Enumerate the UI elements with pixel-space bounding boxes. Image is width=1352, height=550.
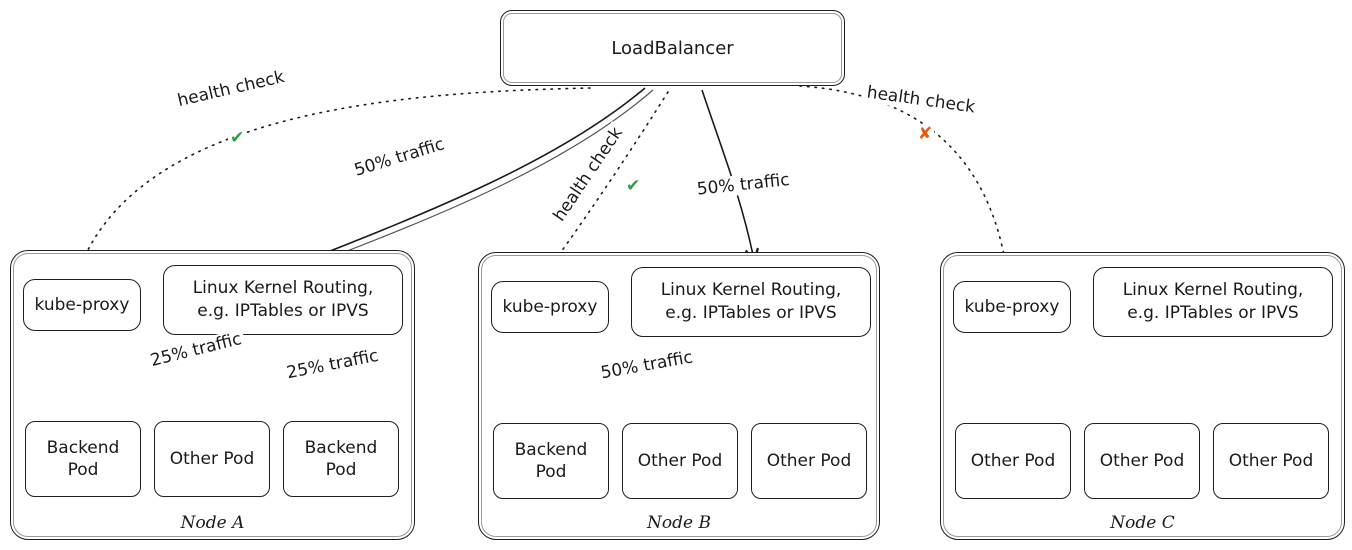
health-check-pass-icon: ✔ <box>624 176 643 196</box>
kernel-routing-line2: e.g. IPTables or IPVS <box>1127 303 1299 323</box>
kernel-routing-box: Linux Kernel Routing, e.g. IPTables or I… <box>631 267 871 337</box>
health-check-fail-icon: ✘ <box>916 124 935 144</box>
pod-other: Other Pod <box>1084 423 1200 499</box>
pod-other: Other Pod <box>154 421 270 497</box>
pod-label: Backend Pod <box>514 439 588 482</box>
kernel-routing-line2: e.g. IPTables or IPVS <box>665 303 837 323</box>
pod-label: Other Pod <box>169 448 255 469</box>
kernel-routing-box: Linux Kernel Routing, e.g. IPTables or I… <box>163 265 403 335</box>
health-check-pass-icon: ✔ <box>228 128 247 148</box>
pod-other: Other Pod <box>1213 423 1329 499</box>
load-balancer-box: LoadBalancer <box>500 10 845 86</box>
pod-label: Other Pod <box>637 450 723 471</box>
kernel-routing-line1: Linux Kernel Routing, <box>1122 280 1304 301</box>
node-b: kube-proxy Linux Kernel Routing, e.g. IP… <box>478 252 880 540</box>
kube-proxy-box: kube-proxy <box>491 281 609 333</box>
kube-proxy-label: kube-proxy <box>34 294 130 315</box>
kernel-routing-line1: Linux Kernel Routing, <box>192 278 374 299</box>
pod-backend: Backend Pod <box>25 421 141 497</box>
kernel-routing-line1: Linux Kernel Routing, <box>660 280 842 301</box>
kernel-routing-line2: e.g. IPTables or IPVS <box>197 301 369 321</box>
pod-label: Other Pod <box>766 450 852 471</box>
edge-label-50-traffic-node-b: 50% traffic <box>692 169 794 200</box>
node-c-label: Node C <box>1110 513 1175 533</box>
pod-label: Other Pod <box>970 450 1056 471</box>
pod-other: Other Pod <box>622 423 738 499</box>
edge-label-50-traffic-node-a: 50% traffic <box>349 133 450 182</box>
edge-label-health-check-node-c: health check <box>862 82 980 118</box>
kube-proxy-label: kube-proxy <box>502 296 598 317</box>
edge-health-check-node-b <box>549 91 669 269</box>
pod-other: Other Pod <box>955 423 1071 499</box>
kube-proxy-box: kube-proxy <box>953 281 1071 333</box>
kube-proxy-box: kube-proxy <box>23 279 141 331</box>
node-c: kube-proxy Linux Kernel Routing, e.g. IP… <box>940 252 1345 540</box>
node-a-label: Node A <box>180 513 245 533</box>
pod-other: Other Pod <box>751 423 867 499</box>
pod-label: Other Pod <box>1228 450 1314 471</box>
pod-backend: Backend Pod <box>283 421 399 497</box>
edge-label-health-check-node-a: health check <box>172 66 290 112</box>
pod-label: Backend Pod <box>304 437 378 480</box>
node-a: kube-proxy Linux Kernel Routing, e.g. IP… <box>10 250 415 540</box>
kube-proxy-label: kube-proxy <box>964 296 1060 317</box>
node-b-label: Node B <box>647 513 711 533</box>
kernel-routing-box: Linux Kernel Routing, e.g. IPTables or I… <box>1093 267 1333 337</box>
pod-backend: Backend Pod <box>493 423 609 499</box>
pod-label: Backend Pod <box>46 437 120 480</box>
edge-health-check-node-a <box>76 87 591 273</box>
load-balancer-label: LoadBalancer <box>611 37 734 59</box>
edge-label-health-check-node-b: health check <box>547 121 629 228</box>
pod-label: Other Pod <box>1099 450 1185 471</box>
